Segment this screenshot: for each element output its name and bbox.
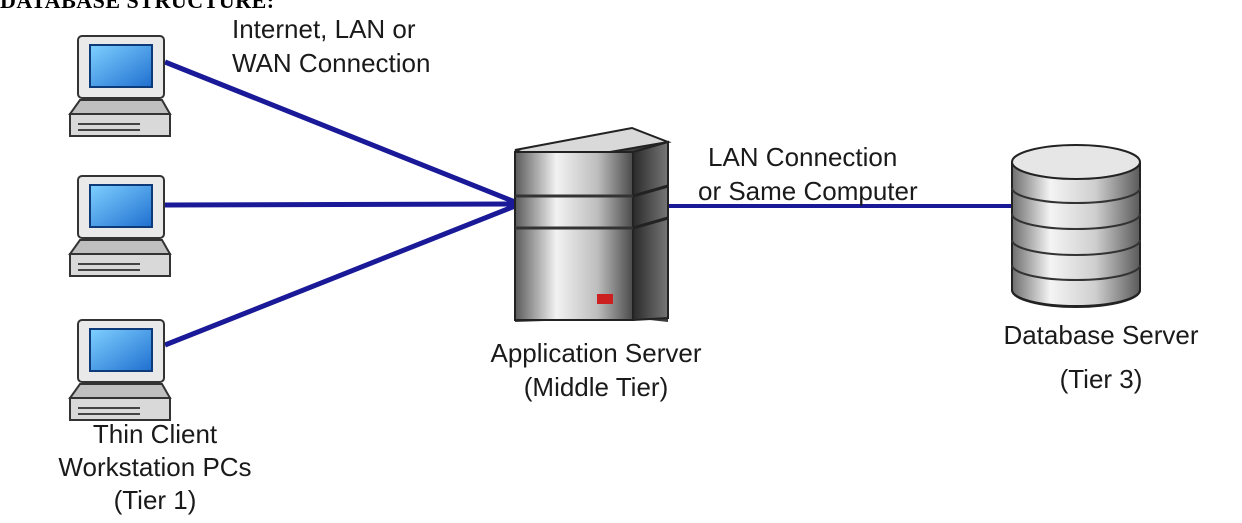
client-tier-name: Thin Client — [92, 419, 218, 449]
link-pc1-app — [164, 59, 516, 205]
db-tier-label: Database Server (Tier 3) — [966, 318, 1236, 396]
connection-lines — [164, 59, 1012, 348]
client-tier-level: (Tier 1) — [113, 485, 197, 515]
workstation-icon — [68, 175, 172, 277]
link-pc2-app — [164, 201, 516, 208]
page-heading: DATABASE STRUCTURE: — [0, 0, 275, 13]
app-tier-level: (Middle Tier) — [523, 372, 669, 402]
db-tier-level: (Tier 3) — [1059, 364, 1143, 394]
client-link-line-1: Internet, LAN or — [232, 14, 416, 44]
workstation-icon — [68, 319, 172, 421]
database-icon — [1011, 144, 1141, 308]
link-pc3-app — [164, 203, 516, 348]
client-tier-label: Thin Client Workstation PCs (Tier 1) — [30, 418, 280, 517]
client-link-label: Internet, LAN or WAN Connection — [232, 12, 430, 80]
app-tier-name: Application Server — [490, 338, 702, 368]
workstation-icon — [68, 35, 172, 137]
application-server-icon — [514, 126, 672, 322]
server-link-line-1: LAN Connection — [708, 142, 898, 172]
server-link-label: LAN Connection or Same Computer — [698, 140, 918, 208]
db-tier-name: Database Server — [1003, 320, 1199, 350]
server-link-line-2: or Same Computer — [698, 176, 918, 206]
client-link-line-2: WAN Connection — [232, 48, 431, 78]
app-tier-label: Application Server (Middle Tier) — [446, 336, 746, 404]
client-tier-kind: Workstation PCs — [58, 452, 252, 482]
